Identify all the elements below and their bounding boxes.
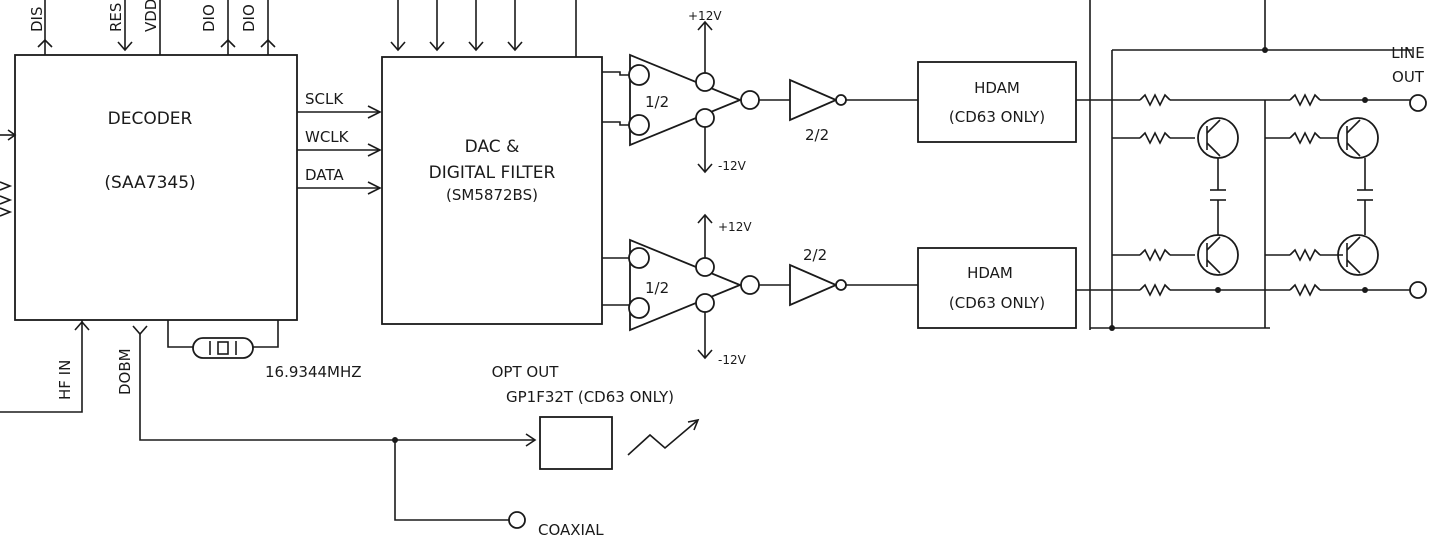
dac-title-line2: DIGITAL FILTER xyxy=(429,163,556,183)
opamp-bottom-label: 1/2 xyxy=(645,279,669,297)
optical-out: OPT OUT GP1F32T (CD63 ONLY) xyxy=(492,363,700,470)
decoder-bottom-pins: HF IN DOBM xyxy=(0,320,537,447)
pin-label-dio-2: DIO xyxy=(240,4,258,32)
line-out-label-line2: OUT xyxy=(1392,68,1425,86)
hdam-top: HDAM (CD63 ONLY) xyxy=(917,61,1077,143)
opamp-top: 1/2 +12V -12V xyxy=(602,9,790,174)
buffer-bottom-label: 2/2 xyxy=(803,246,827,264)
line-out-terminal-bottom xyxy=(1409,281,1427,299)
optical-transmitter-box xyxy=(539,416,613,470)
opamp-bottom: 1/2 +12V -12V xyxy=(602,213,790,367)
buffer-top: 2/2 xyxy=(789,78,918,144)
hdam-bottom: HDAM (CD63 ONLY) xyxy=(917,247,1077,329)
opt-out-label-line1: OPT OUT xyxy=(492,363,560,381)
bus-label-data: DATA xyxy=(305,166,344,184)
opamp-bottom-symbol xyxy=(629,238,743,332)
serial-bus: SCLK WCLK DATA xyxy=(297,90,382,195)
bus-label-wclk: WCLK xyxy=(305,128,350,146)
coaxial-out: COAXIAL xyxy=(392,437,604,539)
opamp-bottom-pos-supply: +12V xyxy=(718,220,752,234)
transistor-q2-icon xyxy=(1337,117,1379,159)
opamp-top-label: 1/2 xyxy=(645,93,669,111)
decoder-top-pins: DIS RES VDD DIO DIO xyxy=(28,0,276,55)
hdam-top-title: HDAM xyxy=(974,79,1020,97)
dac-part-number: (SM5872BS) xyxy=(446,186,538,204)
opamp-top-symbol xyxy=(629,53,743,147)
opamp-bottom-neg-supply: -12V xyxy=(718,353,747,367)
dac-block: DAC & DIGITAL FILTER (SM5872BS) xyxy=(381,0,603,325)
crystal: 16.9344MHZ xyxy=(167,320,362,381)
transistor-q3-icon xyxy=(1197,234,1239,276)
buffer-bottom-symbol xyxy=(789,263,839,307)
dac-title-line1: DAC & xyxy=(465,137,520,157)
decoder-title: DECODER xyxy=(108,109,193,129)
transistor-q1-icon xyxy=(1197,117,1239,159)
pin-label-res: RES xyxy=(107,3,125,32)
line-out-label-line1: LINE xyxy=(1391,44,1424,62)
opt-out-label-line2: GP1F32T (CD63 ONLY) xyxy=(506,388,674,406)
hdam-bottom-title: HDAM xyxy=(967,264,1013,282)
buffer-top-symbol xyxy=(789,78,839,122)
hdam-top-note: (CD63 ONLY) xyxy=(949,108,1045,126)
line-out-terminal-top xyxy=(1409,94,1427,112)
decoder-left-pins xyxy=(0,129,17,217)
opamp-top-pos-supply: +12V xyxy=(688,9,722,23)
hdam-bottom-note: (CD63 ONLY) xyxy=(949,294,1045,312)
coaxial-label: COAXIAL xyxy=(538,521,604,539)
decoder-part-number: (SAA7345) xyxy=(104,173,195,193)
transistor-q4-icon xyxy=(1337,234,1379,276)
bus-label-sclk: SCLK xyxy=(305,90,344,108)
coaxial-terminal xyxy=(508,511,526,529)
buffer-top-label: 2/2 xyxy=(805,126,829,144)
pin-label-vdd: VDD xyxy=(142,0,160,32)
output-stage: LINE OUT xyxy=(1076,0,1427,331)
hf-in-label: HF IN xyxy=(56,360,74,400)
crystal-frequency: 16.9344MHZ xyxy=(265,363,362,381)
dobm-label: DOBM xyxy=(116,348,134,395)
pin-label-dio-1: DIO xyxy=(200,4,218,32)
pin-label-dis: DIS xyxy=(28,7,46,33)
opamp-top-neg-supply: -12V xyxy=(718,159,747,173)
crystal-icon xyxy=(192,337,254,359)
optical-signal-arrow-icon xyxy=(627,419,699,456)
decoder-block: DECODER (SAA7345) xyxy=(14,54,298,321)
buffer-bottom: 2/2 xyxy=(789,246,918,307)
